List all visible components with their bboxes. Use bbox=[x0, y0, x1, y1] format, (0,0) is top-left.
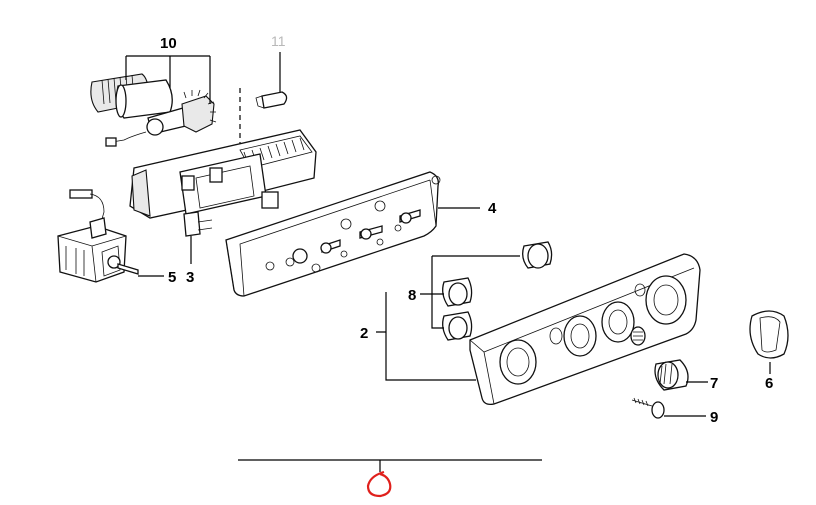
part-7-small-knob bbox=[654, 359, 689, 391]
part-9-screw bbox=[631, 397, 665, 419]
label-2: 2 bbox=[360, 325, 368, 342]
part-11-bulb bbox=[255, 91, 288, 109]
leader-8 bbox=[420, 255, 520, 329]
part-4-rear-panel bbox=[225, 171, 441, 297]
annotation-circle bbox=[366, 470, 392, 498]
label-11: 11 bbox=[271, 33, 286, 49]
leader-10 bbox=[125, 55, 211, 104]
label-1: 1 bbox=[376, 478, 384, 495]
part-8-caps bbox=[442, 241, 553, 341]
label-7: 7 bbox=[710, 375, 718, 392]
leader-1 bbox=[238, 459, 542, 472]
label-3: 3 bbox=[186, 269, 194, 286]
leader-2 bbox=[376, 292, 476, 381]
part-5-switch bbox=[57, 189, 139, 283]
part-3-housing bbox=[129, 129, 317, 237]
part-2-front-bezel bbox=[469, 253, 701, 406]
label-8: 8 bbox=[408, 287, 416, 304]
part-10-bulb-holder bbox=[90, 73, 217, 147]
label-9: 9 bbox=[710, 409, 718, 426]
label-4: 4 bbox=[488, 200, 497, 217]
label-10: 10 bbox=[160, 35, 177, 52]
label-6: 6 bbox=[765, 375, 773, 392]
label-5: 5 bbox=[168, 269, 176, 286]
part-6-knob bbox=[749, 310, 789, 359]
